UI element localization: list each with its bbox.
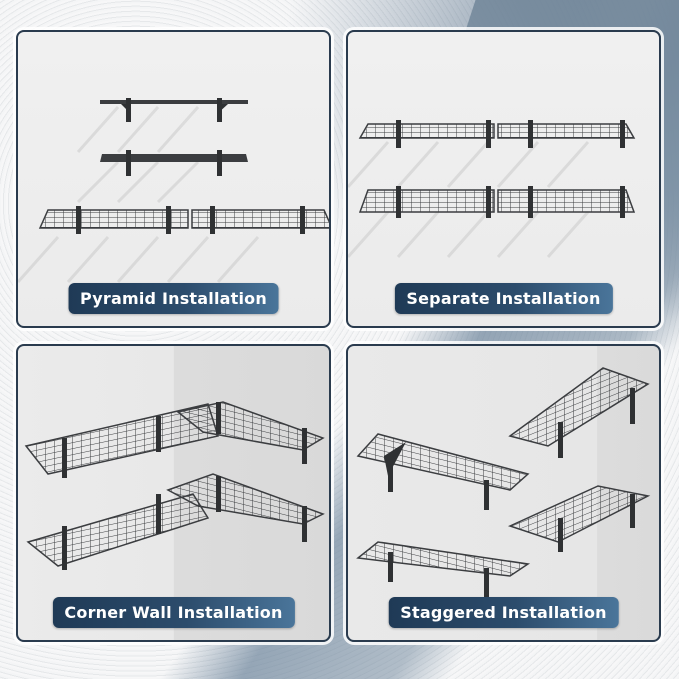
panel-separate-installation: Separate Installation (346, 30, 661, 328)
panel-staggered-installation: Staggered Installation (346, 344, 661, 642)
panel-pyramid-installation: Pyramid Installation (16, 30, 331, 328)
pyramid-shelves-illustration (18, 32, 329, 326)
panel-corner-wall-installation: Corner Wall Installation (16, 344, 331, 642)
staggered-shelves-illustration (348, 346, 659, 640)
corner-wall-installation-label: Corner Wall Installation (52, 597, 295, 628)
separate-installation-label: Separate Installation (394, 283, 613, 314)
corner-shelves-illustration (18, 346, 329, 640)
separate-shelves-illustration (348, 32, 659, 326)
pyramid-installation-label: Pyramid Installation (68, 283, 279, 314)
staggered-installation-label: Staggered Installation (388, 597, 619, 628)
